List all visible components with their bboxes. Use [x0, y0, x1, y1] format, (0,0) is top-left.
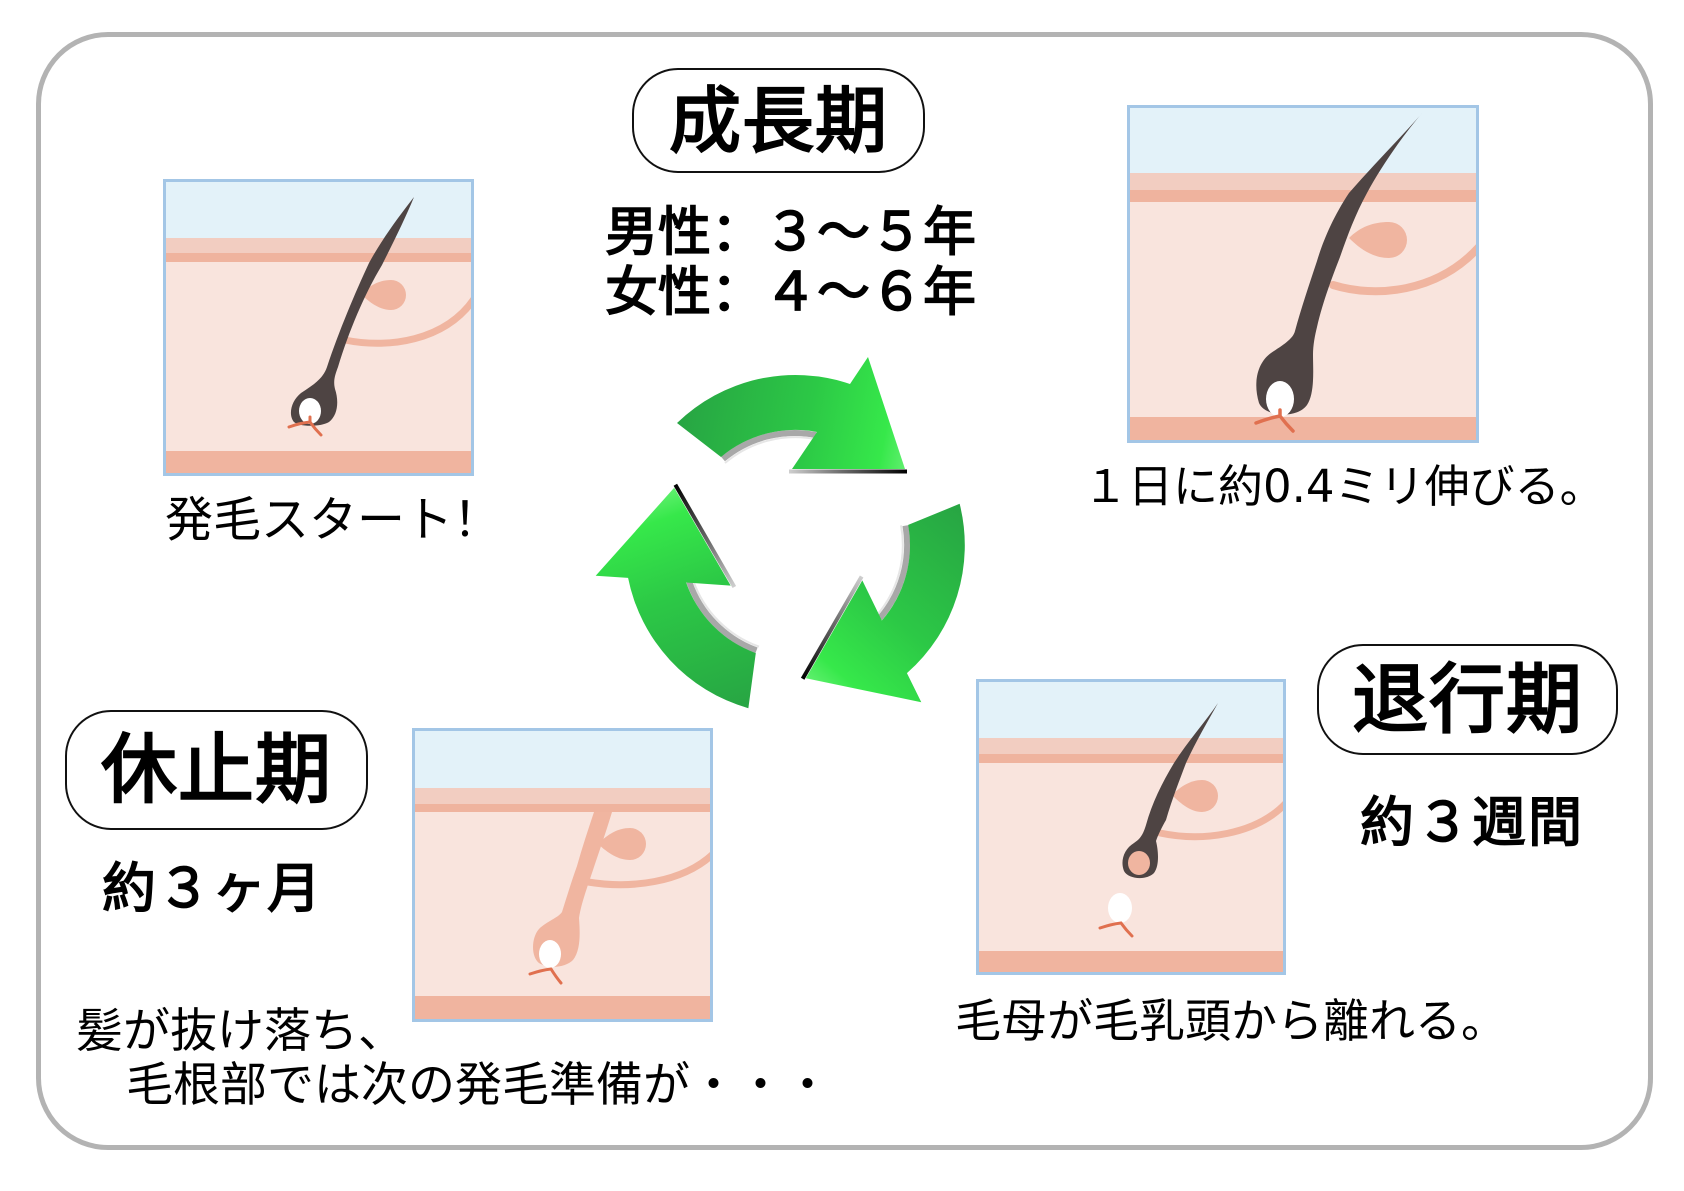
- catagen-duration: 約３週間: [1360, 790, 1584, 854]
- telogen-duration: 約３ヶ月: [102, 856, 322, 920]
- catagen-title: 退行期: [1352, 654, 1583, 744]
- anagen-heading: 成長期: [632, 68, 925, 173]
- panel-early-anagen: [163, 179, 474, 476]
- cycle-arrow-right: [800, 503, 965, 703]
- recycle-arrows-icon: [595, 357, 965, 709]
- telogen-caption-line-1: 髪が抜け落ち、: [76, 1004, 405, 1059]
- anagen-title: 成長期: [668, 78, 888, 163]
- hair-follicle-telogen-icon: [412, 728, 713, 1022]
- hair-follicle-new-growth-icon: [163, 179, 474, 476]
- catagen-heading: 退行期: [1317, 644, 1618, 755]
- anagen-caption: １日に約0.4ミリ伸びる。: [1083, 460, 1605, 513]
- catagen-caption: 毛母が毛乳頭から離れる。: [955, 994, 1507, 1048]
- anagen-duration-male: 男性：３～５年: [605, 201, 976, 263]
- cycle-arrow-top: [677, 357, 907, 474]
- hair-follicle-anagen-icon: [1127, 105, 1479, 443]
- cycle-arrow-left: [595, 483, 760, 709]
- telogen-heading: 休止期: [65, 710, 368, 830]
- panel-catagen: [976, 679, 1286, 975]
- telogen-caption-line-2: 毛根部では次の発毛準備が・・・: [126, 1058, 831, 1113]
- panel-telogen: [412, 728, 713, 1022]
- early-anagen-caption: 発毛スタート！: [165, 492, 502, 548]
- anagen-duration-female: 女性：４～６年: [605, 261, 976, 323]
- telogen-title: 休止期: [101, 725, 332, 814]
- hair-follicle-catagen-icon: [976, 679, 1286, 975]
- panel-anagen: [1127, 105, 1479, 443]
